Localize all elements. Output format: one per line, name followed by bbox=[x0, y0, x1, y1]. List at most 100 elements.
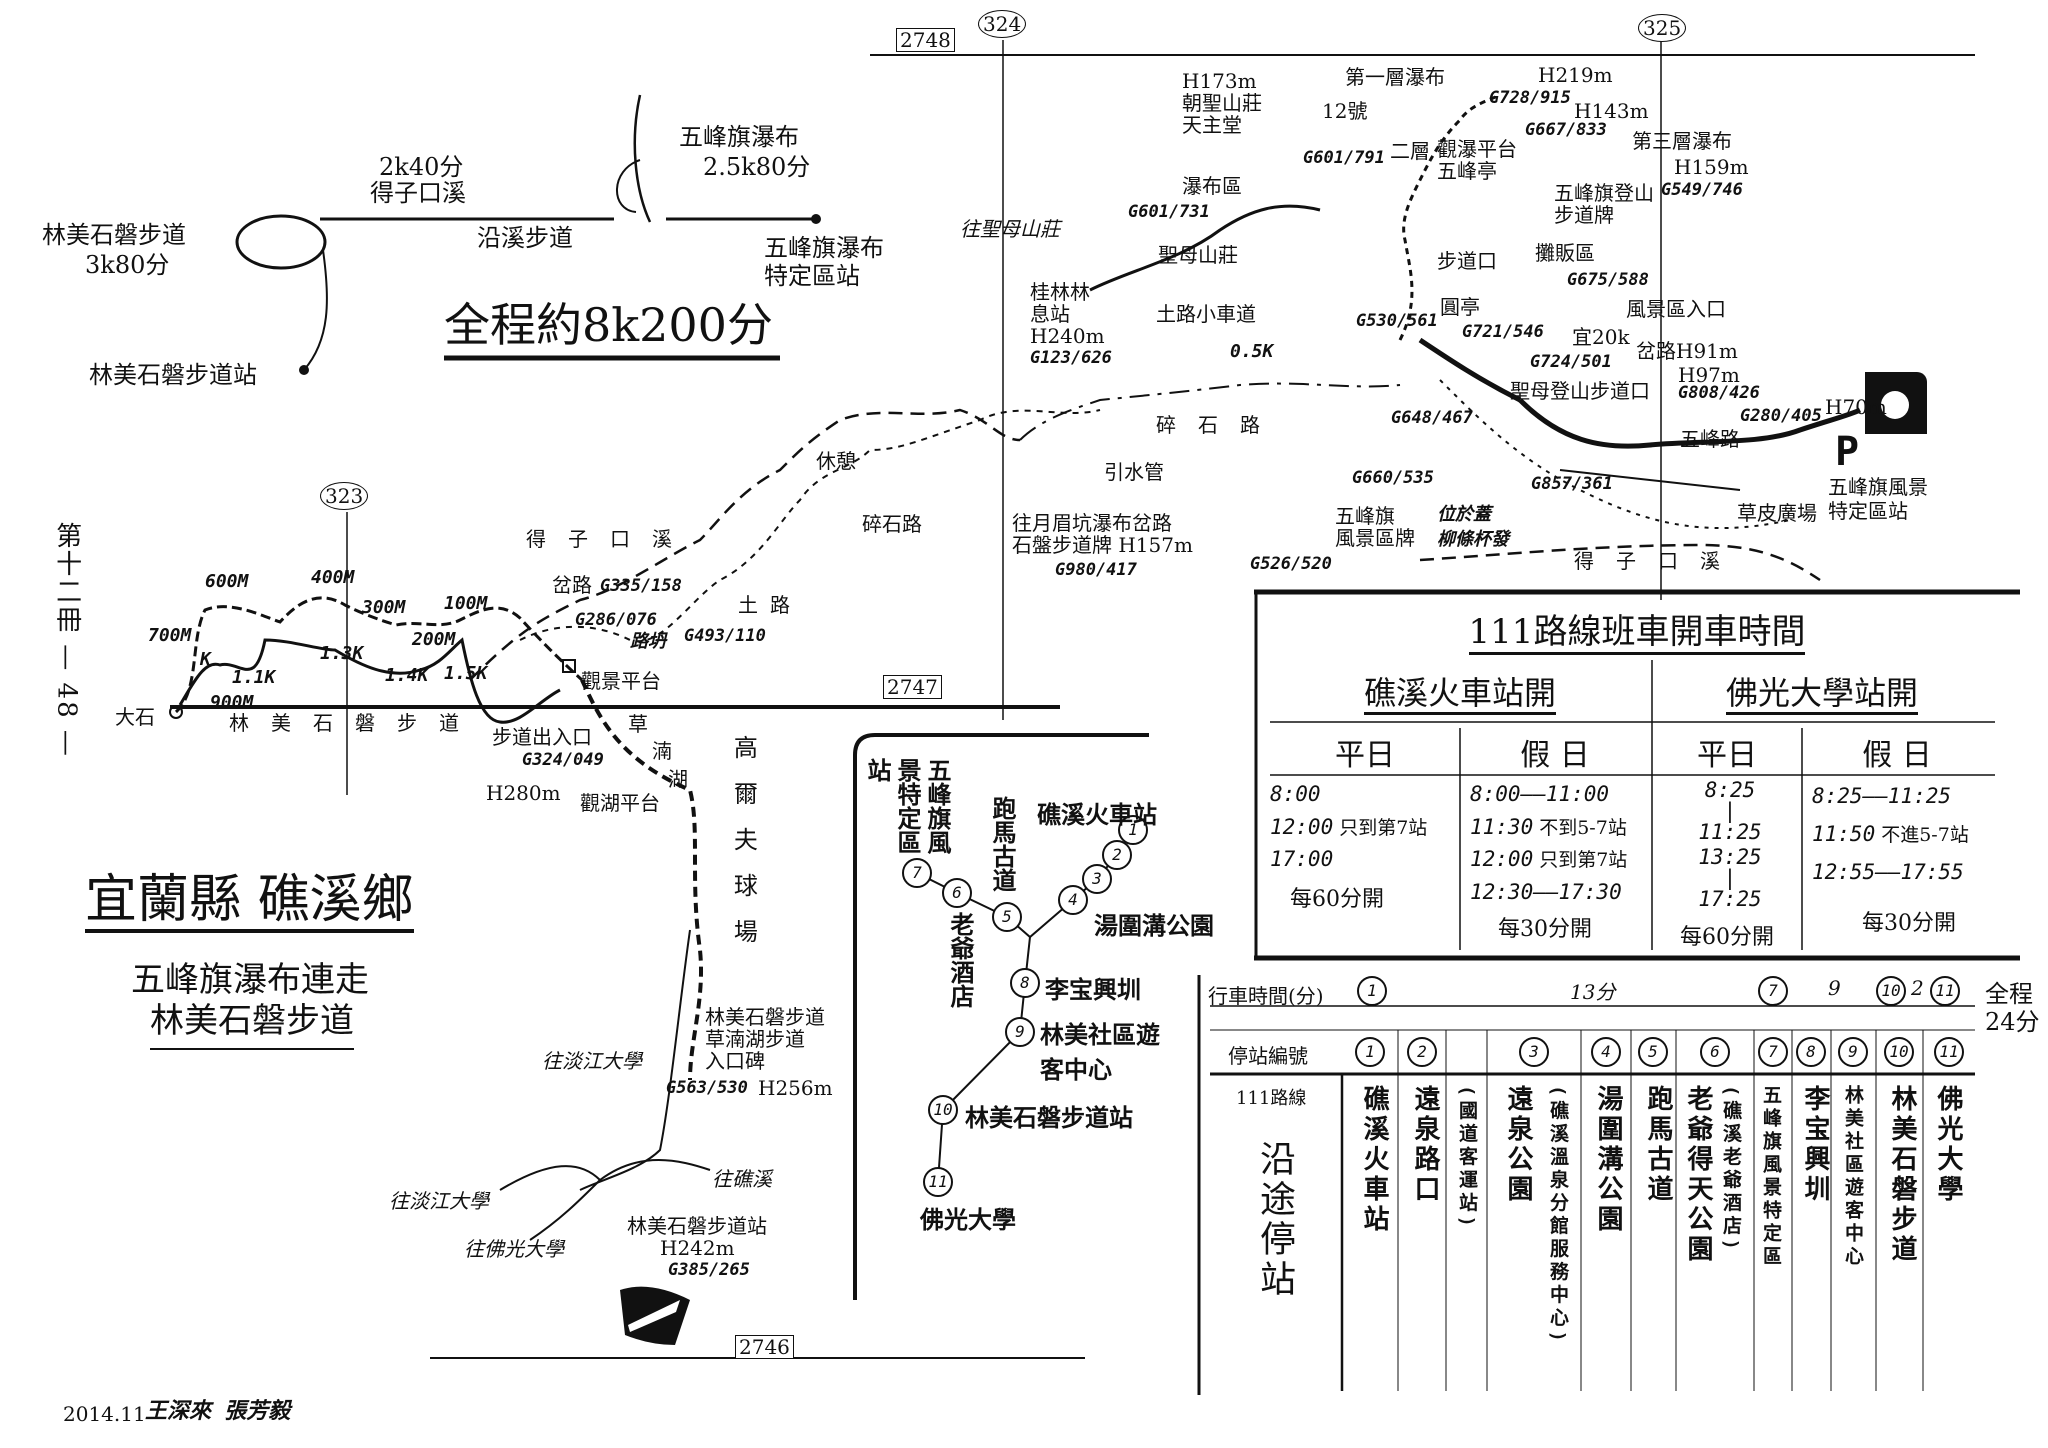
map-label-fork: 岔路 bbox=[552, 573, 592, 597]
falls-stop-name: 五峰旗瀑布 bbox=[764, 234, 884, 262]
map-label-to-foguang: 往佛光大學 bbox=[464, 1237, 564, 1261]
map-label-g648: G648/467 bbox=[1391, 408, 1473, 428]
map-label-to-jiaoxi: 往礁溪 bbox=[712, 1167, 772, 1191]
map-label-guilin-g: G123/626 bbox=[1030, 348, 1112, 368]
map-label-collapse: 路坍 bbox=[630, 631, 666, 652]
map-label-hand-note-1: 位於蓋 bbox=[1437, 504, 1491, 525]
map-label-cao: 草 bbox=[628, 712, 648, 736]
time-entry: 8:00——11:00 bbox=[1470, 782, 1610, 806]
time-entry: 8:25 bbox=[1704, 778, 1756, 802]
time-row: 8:25——11:25 bbox=[1812, 778, 1970, 816]
loop-name: 林美石磐步道 bbox=[42, 221, 186, 249]
segment-10-11-time: 2 bbox=[1911, 976, 1924, 1000]
map-label-fall2: 二層 bbox=[1390, 139, 1430, 163]
stop-number-10: 10 bbox=[1884, 1037, 1914, 1067]
stop-name: 湯圍溝公園 bbox=[1593, 1085, 1623, 1235]
shengmu-road bbox=[1089, 204, 1321, 292]
stop-number-2: 2 bbox=[1407, 1037, 1437, 1067]
fg-weekday-freq: 每60分開 bbox=[1680, 925, 1774, 950]
total-time: 24分 bbox=[1985, 1008, 2040, 1036]
map-label-viewing-2: 五峰亭 bbox=[1437, 159, 1497, 183]
stops-label: 沿途停站 bbox=[1254, 1140, 1295, 1300]
travel-stop-10: 10 bbox=[1876, 976, 1906, 1006]
map-label-yi20k: 宜20k bbox=[1572, 325, 1630, 349]
map-label-g286: G286/076 bbox=[575, 610, 657, 630]
map-label-g385: G385/265 bbox=[668, 1260, 750, 1280]
route-stop-label-10: 林美石磐步道站 bbox=[965, 1104, 1133, 1132]
map-label-h97: H97m bbox=[1678, 363, 1740, 387]
map-label-entrance-3: 入口碑 bbox=[705, 1049, 765, 1073]
map-label-hand-note-2: 柳條杯發 bbox=[1437, 529, 1509, 550]
stop-name: 林美石磐步道 bbox=[1887, 1085, 1917, 1265]
map-label-shengmu-trailhead: 聖母登山步道口 bbox=[1510, 379, 1650, 403]
stop-number-label: 停站編號 bbox=[1228, 1044, 1308, 1068]
stop-link-line bbox=[303, 249, 328, 371]
stop-number-4: 4 bbox=[1591, 1037, 1621, 1067]
footer-authors: 王深來 張芳毅 bbox=[145, 1399, 291, 1424]
route-label: 111路線 bbox=[1236, 1088, 1307, 1109]
map-label-h70: H70m bbox=[1825, 395, 1887, 419]
road-to-tamkang bbox=[579, 929, 691, 1191]
map-label-chaosheng-h: H173m bbox=[1182, 69, 1257, 93]
map-label-scenic-stop-1: 五峰旗風景 bbox=[1828, 475, 1928, 499]
map-label-viewing-1: 觀瀑平台 bbox=[1437, 137, 1517, 161]
linmei-trail-upper bbox=[174, 596, 584, 714]
time-row: 8:00 bbox=[1270, 778, 1427, 811]
time-entry: 17:25 bbox=[1698, 887, 1762, 912]
map-label-scenic-stop-2: 特定區站 bbox=[1828, 499, 1908, 523]
map-label-fork-h91: 岔路H91m bbox=[1636, 339, 1738, 363]
map-label-m400: 400M bbox=[311, 567, 355, 588]
map-label-fall3-h: H159m bbox=[1674, 155, 1749, 179]
map-label-g601-791: G601/791 bbox=[1303, 148, 1385, 168]
loop-trail-ellipse bbox=[235, 214, 327, 270]
lawn-link bbox=[1559, 469, 1741, 491]
route-stop-label-6: 老爺酒店 bbox=[946, 912, 974, 1008]
dirt-road bbox=[519, 409, 1101, 643]
map-label-k13: 1.3K bbox=[320, 643, 364, 664]
map-label-g808: G808/426 bbox=[1678, 383, 1760, 403]
grid-label-325: 325 bbox=[1638, 14, 1687, 42]
map-label-rest: 休憩 bbox=[816, 449, 856, 473]
map-label-dirt-car: 土路小車道 bbox=[1156, 302, 1256, 326]
county-title: 宜蘭縣 礁溪鄉 bbox=[85, 871, 414, 934]
map-label-linmei-stop: 林美石磐步道站 bbox=[627, 1214, 767, 1238]
range-bar: | bbox=[1723, 799, 1737, 824]
map-label-m600: 600M bbox=[205, 571, 249, 592]
route-stop-label-5: 跑馬古道 bbox=[988, 796, 1016, 892]
grid-label-323: 323 bbox=[320, 482, 369, 510]
map-label-shengmu: 聖母山莊 bbox=[1158, 243, 1238, 267]
stop-number-3: 3 bbox=[1519, 1037, 1549, 1067]
route-stop-2: 2 bbox=[1102, 840, 1132, 870]
map-label-fall2-g: G667/833 bbox=[1525, 120, 1607, 140]
stop-name: 佛光大學 bbox=[1933, 1085, 1963, 1205]
map-label-m100: 100M bbox=[444, 593, 488, 614]
map-label-yuemei-2: 石盤步道牌 H157m bbox=[1012, 533, 1193, 557]
waterfall-line bbox=[633, 94, 652, 223]
map-label-k11: 1.1K bbox=[232, 667, 276, 688]
stop-name: 礁溪火車站 bbox=[1359, 1085, 1389, 1235]
map-label-pavilion: 圓亭 bbox=[1440, 295, 1480, 319]
grid-label-324: 324 bbox=[978, 10, 1027, 38]
total-label: 全程 bbox=[1985, 980, 2033, 1008]
map-label-scenic-entrance: 風景區入口 bbox=[1626, 297, 1726, 321]
map-label-fall3: 第三層瀑布 bbox=[1632, 129, 1732, 153]
map-label-g530: G530/561 bbox=[1356, 311, 1438, 331]
creek-time: 2k40分 bbox=[379, 153, 464, 181]
map-label-guilin-1: 桂林林 bbox=[1030, 280, 1090, 304]
stop-name: 遠泉路口 bbox=[1410, 1085, 1440, 1205]
map-label-guilin-2: 息站 bbox=[1030, 302, 1070, 326]
time-entry: 12:30——17:30 bbox=[1470, 879, 1622, 904]
time-note: 不到5-7站 bbox=[1539, 816, 1627, 839]
map-label-waterfall-area: 瀑布區 bbox=[1182, 174, 1242, 198]
route-stop-3: 3 bbox=[1082, 864, 1112, 894]
stop-number-6: 6 bbox=[1700, 1037, 1730, 1067]
map-label-g526: G526/520 bbox=[1250, 554, 1332, 574]
range-bar: | bbox=[1723, 866, 1737, 891]
stop-name: 跑馬古道 bbox=[1643, 1085, 1673, 1205]
jx-weekday-freq: 每60分開 bbox=[1290, 887, 1384, 912]
waterfall-arc bbox=[616, 159, 641, 213]
stop-name: 林美社區遊客中心 bbox=[1842, 1085, 1864, 1269]
route-stop-label-9: 林美社區遊客中心 bbox=[1040, 1021, 1160, 1084]
map-label-linmei-trail: 林美石磐步道 bbox=[229, 711, 481, 735]
